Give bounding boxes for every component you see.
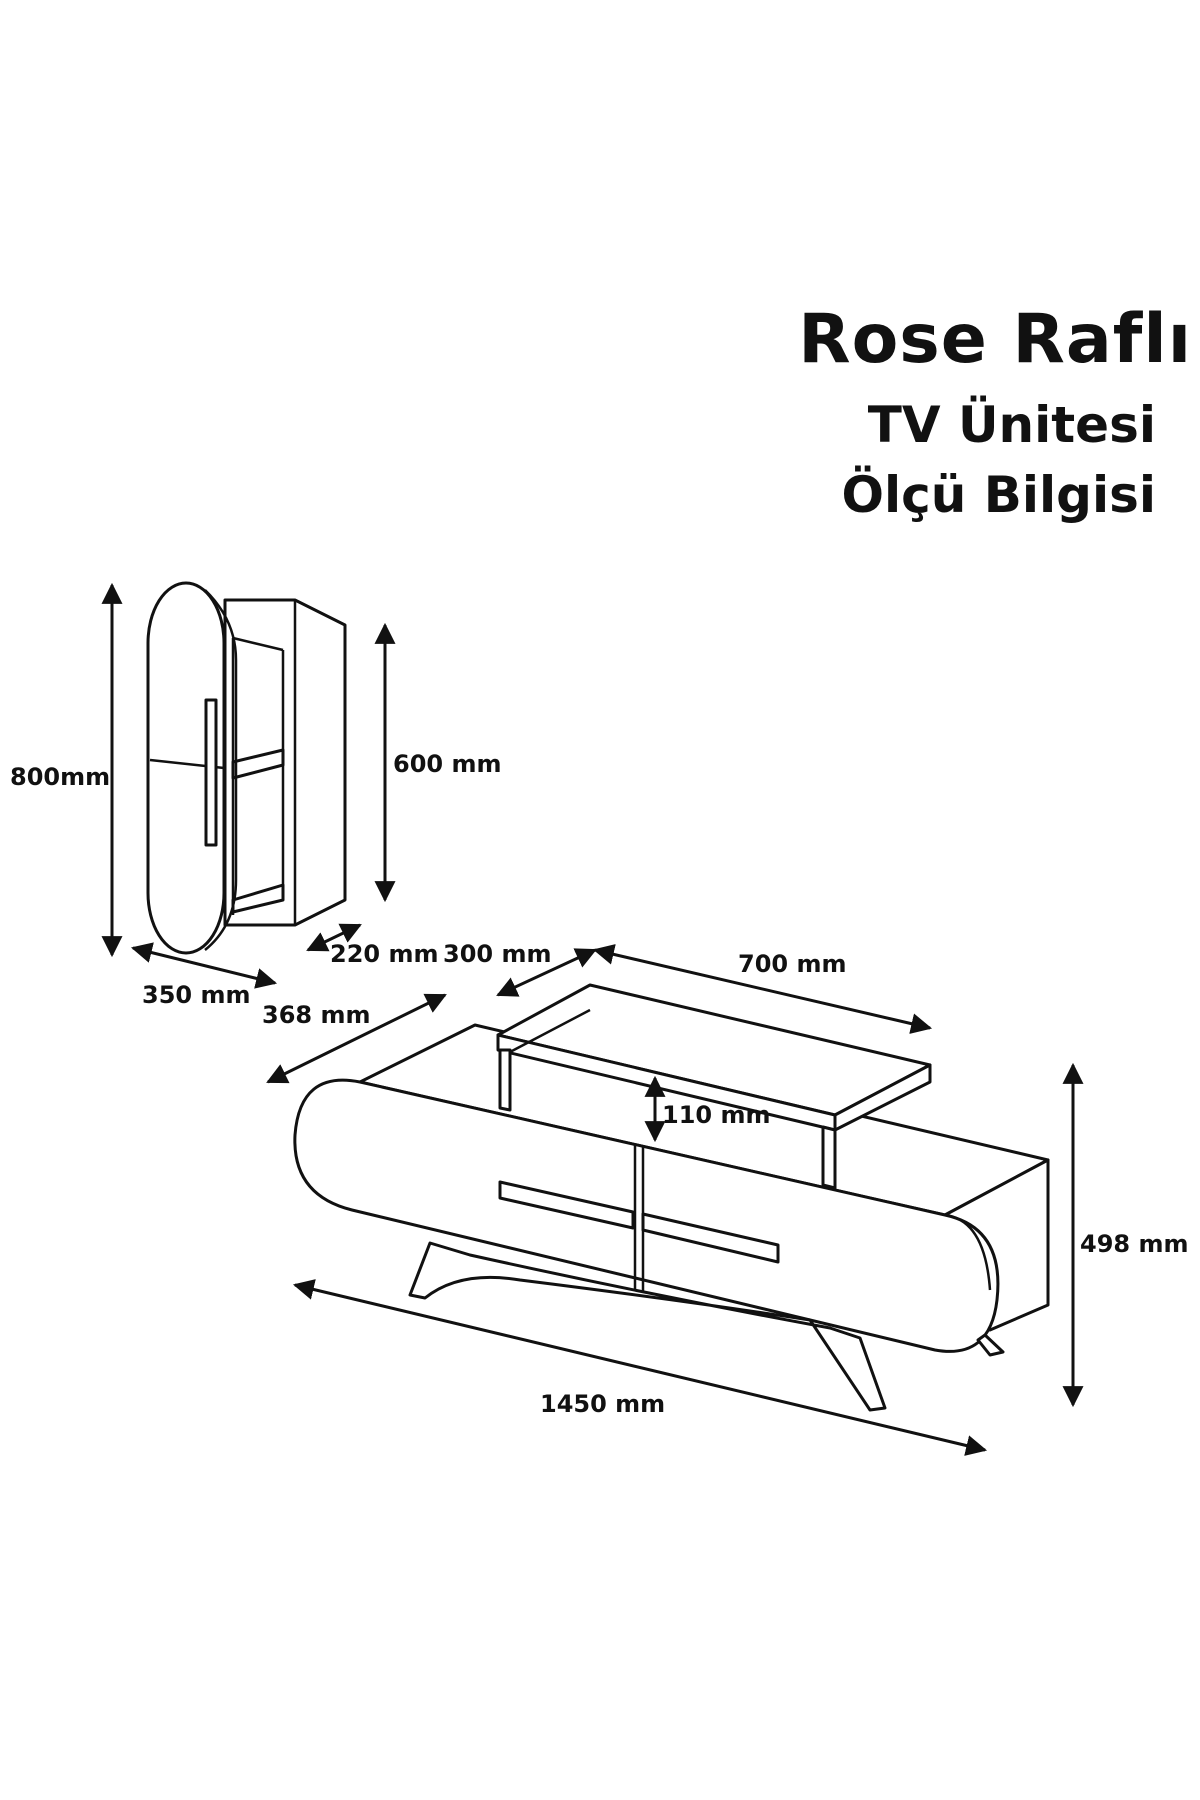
wall-cabinet-handle <box>204 698 218 847</box>
tv-unit <box>293 983 1050 1412</box>
dim-label-498mm: 498 mm <box>1080 1230 1188 1258</box>
dim-label-368mm: 368 mm <box>262 1001 370 1029</box>
product-subtitle: TV Ünitesi <box>867 396 1156 454</box>
dim-arrow-300mm <box>496 948 597 997</box>
wall-cabinet-door-edge <box>204 589 238 951</box>
measurement-info-title: Ölçü Bilgisi <box>841 466 1156 524</box>
dim-label-110mm: 110 mm <box>662 1101 770 1129</box>
dim-arrow-350mm <box>130 942 278 989</box>
dim-label-350mm: 350 mm <box>142 981 250 1009</box>
dim-arrow-1450mm <box>292 1279 988 1456</box>
wall-cabinet-middle-shelf <box>231 748 285 780</box>
tv-unit-front-lip <box>944 1213 992 1291</box>
dim-arrow-368mm <box>266 993 447 1084</box>
top-shelf-right-leg <box>821 1125 837 1190</box>
dim-label-1450mm: 1450 mm <box>540 1390 665 1418</box>
tv-unit-handle-left <box>498 1180 635 1230</box>
dim-label-220mm: 220 mm <box>330 940 438 968</box>
dim-label-300mm: 300 mm <box>443 940 551 968</box>
top-shelf-left-leg <box>498 1048 512 1112</box>
wall-shelf-unit <box>146 581 347 955</box>
dim-label-800mm: 800mm <box>10 763 110 791</box>
dim-label-700mm: 700 mm <box>738 950 846 978</box>
wall-cabinet-top-inner <box>232 636 284 652</box>
dim-arrow-700mm <box>592 944 933 1034</box>
top-shelf-right-face <box>833 1063 932 1132</box>
tv-unit-back-leg <box>976 1333 1005 1357</box>
dim-label-600mm: 600 mm <box>393 750 501 778</box>
product-title: Rose Raflı <box>798 300 1192 379</box>
dim-arrow-220mm <box>306 923 362 952</box>
top-shelf-left-support <box>509 1008 591 1054</box>
tv-unit-handle-right <box>641 1212 780 1264</box>
